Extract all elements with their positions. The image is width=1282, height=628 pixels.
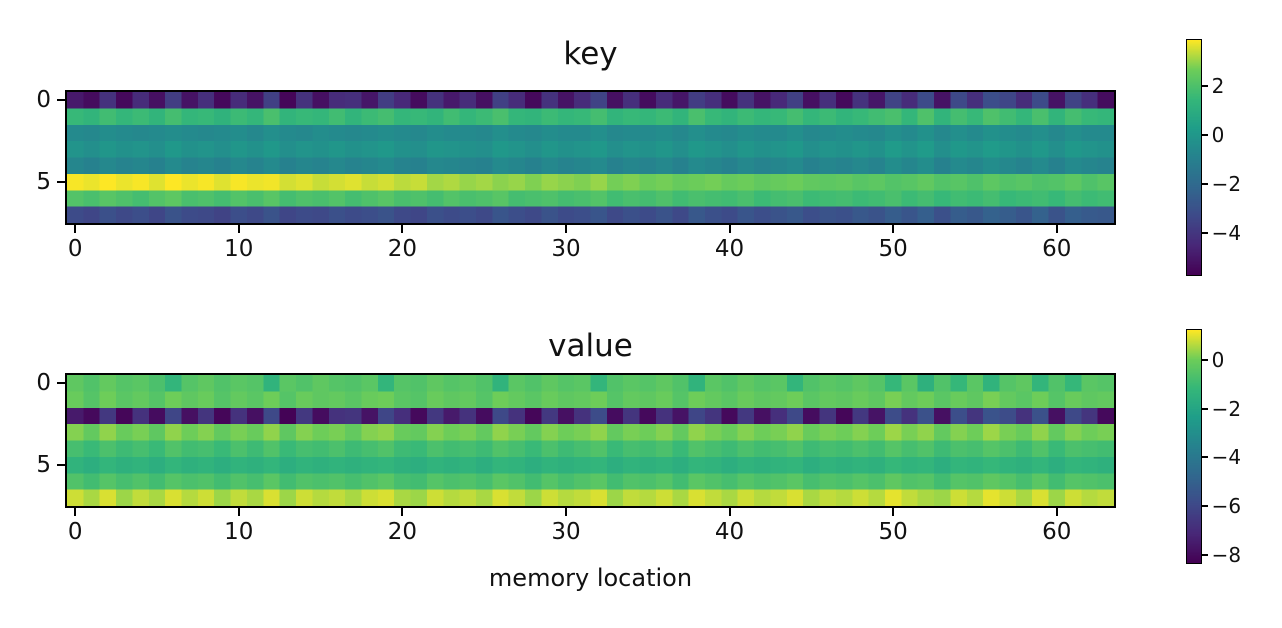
x-tick-label: 10 bbox=[224, 519, 254, 545]
x-tick-mark bbox=[892, 225, 895, 233]
colorbar-tick-mark bbox=[1201, 456, 1208, 459]
y-tick-mark bbox=[57, 464, 65, 467]
y-tick-mark bbox=[57, 99, 65, 102]
colorbar-tick-mark bbox=[1201, 407, 1208, 410]
value-colorbar-gradient bbox=[1187, 330, 1201, 563]
colorbar-tick-label: −8 bbox=[1211, 543, 1242, 568]
y-tick-label: 5 bbox=[36, 451, 51, 478]
y-tick-mark bbox=[57, 181, 65, 184]
value-plot-title: value bbox=[548, 328, 633, 364]
x-tick-label: 40 bbox=[714, 236, 745, 262]
value-heatmap bbox=[67, 375, 1114, 506]
colorbar-tick-label: −4 bbox=[1211, 220, 1242, 245]
colorbar-tick-mark bbox=[1201, 231, 1208, 234]
x-tick-label: 50 bbox=[878, 236, 908, 262]
colorbar-tick-mark bbox=[1201, 133, 1208, 136]
x-tick-label: 10 bbox=[224, 236, 254, 262]
y-tick-label: 0 bbox=[36, 86, 51, 113]
x-tick-mark bbox=[74, 508, 77, 516]
key-heatmap-axes bbox=[65, 90, 1116, 225]
y-tick-mark bbox=[57, 382, 65, 385]
x-tick-label: 0 bbox=[67, 236, 83, 262]
colorbar-tick-mark bbox=[1201, 182, 1208, 185]
colorbar-tick-label: 0 bbox=[1211, 347, 1225, 372]
colorbar-tick-label: 2 bbox=[1211, 73, 1225, 98]
key-plot-title: key bbox=[563, 36, 618, 72]
x-tick-label: 60 bbox=[1042, 519, 1072, 545]
x-tick-label: 40 bbox=[714, 519, 745, 545]
x-axis-label: memory location bbox=[488, 564, 693, 592]
x-tick-label: 30 bbox=[551, 236, 581, 262]
colorbar-tick-label: −2 bbox=[1211, 171, 1242, 196]
x-tick-mark bbox=[892, 508, 895, 516]
value-colorbar bbox=[1186, 329, 1202, 564]
x-tick-mark bbox=[237, 508, 240, 516]
x-tick-mark bbox=[1055, 225, 1058, 233]
x-tick-label: 30 bbox=[551, 519, 581, 545]
key-colorbar bbox=[1186, 39, 1202, 276]
colorbar-tick-mark bbox=[1201, 84, 1208, 87]
colorbar-tick-label: 0 bbox=[1211, 122, 1225, 147]
colorbar-tick-label: −2 bbox=[1211, 396, 1242, 421]
value-heatmap-axes bbox=[65, 373, 1116, 508]
x-tick-label: 60 bbox=[1042, 236, 1072, 262]
colorbar-tick-label: −6 bbox=[1211, 494, 1242, 519]
colorbar-tick-mark bbox=[1201, 554, 1208, 557]
x-tick-mark bbox=[401, 225, 404, 233]
colorbar-tick-mark bbox=[1201, 358, 1208, 361]
x-tick-label: 20 bbox=[387, 236, 417, 262]
x-tick-label: 0 bbox=[67, 519, 83, 545]
y-tick-label: 5 bbox=[36, 168, 51, 195]
x-tick-mark bbox=[401, 508, 404, 516]
x-tick-mark bbox=[74, 225, 77, 233]
y-tick-label: 0 bbox=[36, 369, 51, 396]
x-tick-mark bbox=[1055, 508, 1058, 516]
x-tick-mark bbox=[237, 225, 240, 233]
x-tick-mark bbox=[728, 225, 731, 233]
colorbar-tick-label: −4 bbox=[1211, 445, 1242, 470]
x-tick-mark bbox=[564, 225, 567, 233]
x-tick-label: 50 bbox=[878, 519, 908, 545]
key-heatmap bbox=[67, 92, 1114, 223]
colorbar-tick-mark bbox=[1201, 505, 1208, 508]
x-tick-mark bbox=[728, 508, 731, 516]
x-tick-mark bbox=[564, 508, 567, 516]
key-colorbar-gradient bbox=[1187, 40, 1201, 275]
x-tick-label: 20 bbox=[387, 519, 417, 545]
